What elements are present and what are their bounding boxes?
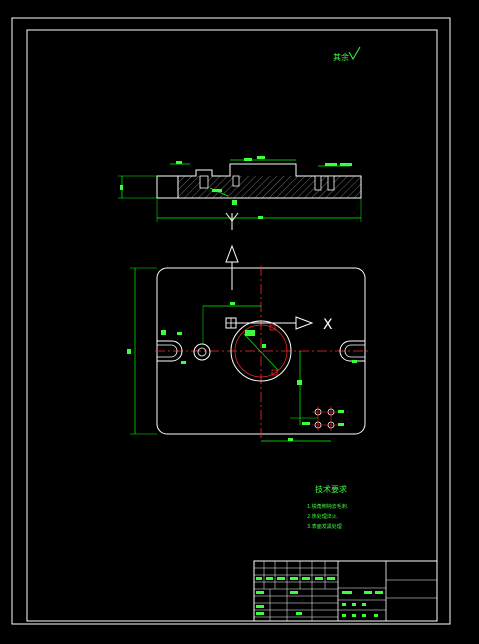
title-block-labels xyxy=(256,577,383,617)
surface-finish-mark: 其余 xyxy=(333,46,361,62)
outer-border xyxy=(11,17,451,625)
y-axis-arrow xyxy=(225,212,239,290)
width-dim-value xyxy=(258,216,263,219)
roughness-symbol xyxy=(348,46,361,60)
central-bore-inner xyxy=(234,324,288,378)
surface-finish-text: 其余 xyxy=(333,52,349,62)
tech-req-item-2: 2.热处理淬火. xyxy=(307,513,339,520)
title-block xyxy=(253,560,438,622)
technical-requirements: 技术要求 1.锐角倒钝去毛刺. 2.热处理淬火. 3.表面发黑处理 xyxy=(307,484,349,530)
section-hole-3 xyxy=(314,175,322,191)
section-hole-2 xyxy=(232,175,240,187)
left-u-slot xyxy=(157,340,183,362)
section-hole-4 xyxy=(327,175,335,191)
title-block-grid xyxy=(254,561,338,621)
x-axis-label: X xyxy=(323,317,333,333)
section-view xyxy=(118,156,362,222)
right-u-slot xyxy=(339,340,365,362)
section-hole-1 xyxy=(199,175,209,189)
y-arrow-head xyxy=(225,244,239,263)
x-arrow-head xyxy=(295,316,314,330)
plan-view: X Y xyxy=(127,266,368,442)
bore-diameter-dim xyxy=(243,333,279,371)
central-bore xyxy=(230,320,292,382)
tech-req-item-1: 1.锐角倒钝去毛刺. xyxy=(307,503,349,510)
left-pin-hole xyxy=(193,343,211,361)
title-block-frame xyxy=(253,560,438,622)
inner-border xyxy=(26,29,438,622)
tech-req-item-3: 3.表面发黑处理 xyxy=(307,523,342,530)
tech-req-title: 技术要求 xyxy=(315,484,347,494)
